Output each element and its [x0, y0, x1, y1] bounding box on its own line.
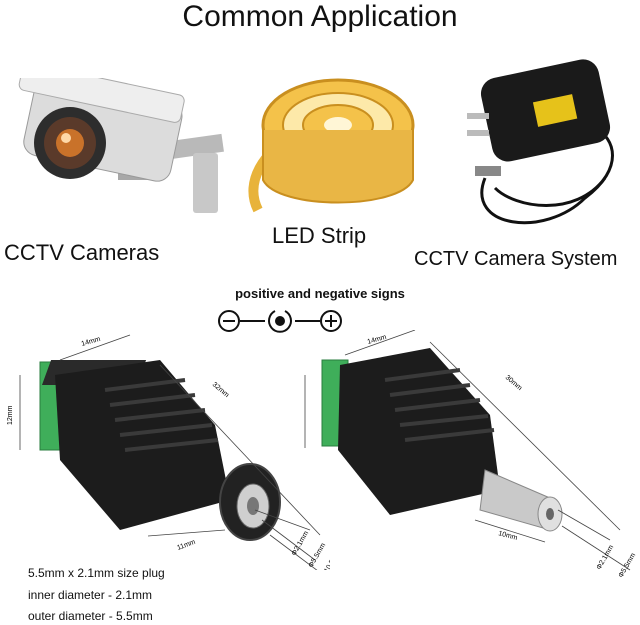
- polarity-diagram: [218, 310, 342, 333]
- male-plug-length-label: 10mm: [497, 530, 518, 542]
- page-title: Common Application: [182, 0, 458, 33]
- male-width-label: 14mm: [367, 334, 388, 346]
- male-length-label: 30mm: [504, 374, 524, 392]
- spec-note: 5.5mm x 2.1mm size plug: [28, 566, 165, 580]
- female-barrel-length-label: 11mm: [176, 539, 196, 552]
- male-outer-diameter-label: Φ5.5mm: [618, 552, 638, 579]
- female-connector-diagram: 14mm 32mm 12mm 11mm Φ2.1mm Φ5.5mm Φ10.5m…: [7, 334, 330, 570]
- spec-note: inner diameter - 2.1mm: [28, 588, 153, 602]
- center-positive-icon: [268, 310, 292, 333]
- female-length-label: 32mm: [211, 381, 231, 399]
- spec-note: outer diameter - 5.5mm: [28, 609, 153, 623]
- minus-icon: [218, 310, 240, 332]
- caption-cctv-cameras: CCTV Cameras: [4, 240, 160, 265]
- male-inner-diameter-label: Φ2.1mm: [596, 544, 616, 571]
- polarity-label: positive and negative signs: [235, 286, 405, 301]
- cctv-camera-image: [18, 78, 224, 213]
- caption-cctv-camera-system: CCTV Camera System: [414, 248, 618, 270]
- led-strip-image: [248, 78, 415, 213]
- caption-led-strip: LED Strip: [272, 223, 367, 248]
- female-height-label: 12mm: [7, 405, 14, 425]
- male-connector-diagram: 14mm 30mm 12mm 10mm Φ2.1mm Φ5.5mm: [304, 330, 638, 579]
- power-adapter-image: [467, 59, 614, 225]
- plus-icon: [320, 310, 342, 332]
